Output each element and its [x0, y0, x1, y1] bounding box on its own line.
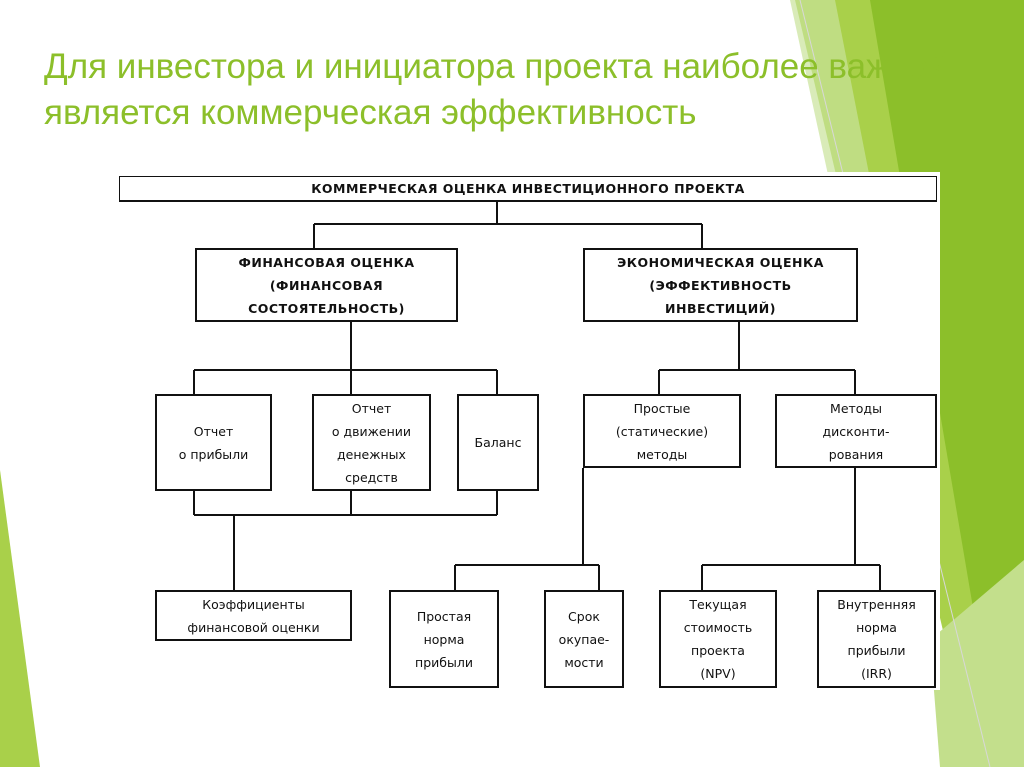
financial-ratios-label: Коэффициенты финансовой оценки: [187, 596, 320, 635]
connector-lines: [193, 202, 881, 590]
npv-box: Текущая стоимость проекта (NPV): [659, 590, 777, 688]
irr-label: Внутренняя норма прибыли (IRR): [837, 597, 916, 681]
diagram-panel: КОММЕРЧЕСКАЯ ОЦЕНКА ИНВЕСТИЦИОННОГО ПРОЕ…: [117, 172, 940, 690]
financial-ratios-box: Коэффициенты финансовой оценки: [155, 590, 352, 641]
bottom-right-triangle: [930, 560, 1024, 767]
simple-return-label: Простая норма прибыли: [415, 608, 473, 670]
profit-report-label: Отчет о прибыли: [178, 423, 249, 462]
simple-return-box: Простая норма прибыли: [389, 590, 499, 688]
simple-methods-box: Простые (статические) методы: [583, 394, 741, 468]
balance-label: Баланс: [474, 435, 522, 450]
root-box: КОММЕРЧЕСКАЯ ОЦЕНКА ИНВЕСТИЦИОННОГО ПРОЕ…: [119, 176, 937, 202]
profit-report-box: Отчет о прибыли: [155, 394, 272, 491]
discount-methods-box: Методы дисконти- рования: [775, 394, 937, 468]
financial-evaluation-box: ФИНАНСОВАЯ ОЦЕНКА (ФИНАНСОВАЯ СОСТОЯТЕЛЬ…: [195, 248, 458, 322]
npv-label: Текущая стоимость проекта (NPV): [683, 597, 753, 681]
irr-box: Внутренняя норма прибыли (IRR): [817, 590, 936, 688]
economic-evaluation-label: ЭКОНОМИЧЕСКАЯ ОЦЕНКА (ЭФФЕКТИВНОСТЬ ИНВЕ…: [617, 254, 824, 316]
discount-methods-label: Методы дисконти- рования: [822, 400, 890, 462]
cashflow-report-box: Отчет о движении денежных средств: [312, 394, 431, 491]
simple-methods-label: Простые (статические) методы: [615, 400, 709, 462]
balance-box: Баланс: [457, 394, 539, 491]
left-green-triangle: [0, 470, 40, 767]
financial-evaluation-label: ФИНАНСОВАЯ ОЦЕНКА (ФИНАНСОВАЯ СОСТОЯТЕЛЬ…: [238, 254, 415, 316]
economic-evaluation-box: ЭКОНОМИЧЕСКАЯ ОЦЕНКА (ЭФФЕКТИВНОСТЬ ИНВЕ…: [583, 248, 858, 322]
root-label: КОММЕРЧЕСКАЯ ОЦЕНКА ИНВЕСТИЦИОННОГО ПРОЕ…: [311, 180, 745, 196]
payback-box: Срок окупае- мости: [544, 590, 624, 688]
payback-label: Срок окупае- мости: [558, 608, 610, 670]
cashflow-report-label: Отчет о движении денежных средств: [331, 400, 412, 485]
slide-title: Для инвестора и инициатора проекта наибо…: [44, 47, 948, 132]
